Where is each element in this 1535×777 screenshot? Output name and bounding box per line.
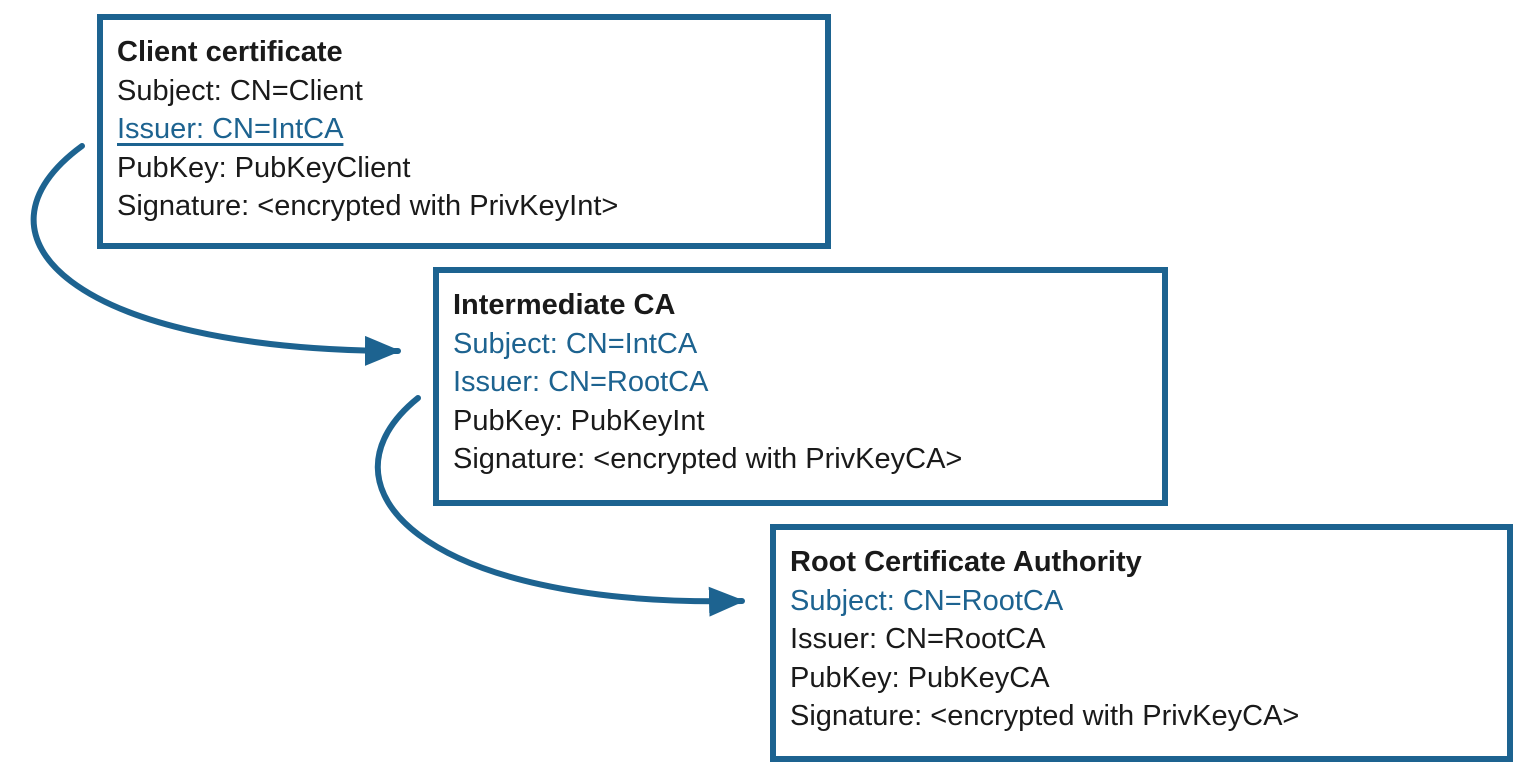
- intermediate-issuer-line: Issuer: CN=RootCA: [453, 366, 709, 399]
- root-subject-line: Subject: CN=RootCA: [790, 584, 1064, 617]
- client-pubkey-line: PubKey: PubKeyClient: [117, 151, 411, 184]
- intermediate-ca-title: Intermediate CA: [453, 289, 676, 321]
- intermediate-pubkey-line: PubKey: PubKeyInt: [453, 404, 705, 437]
- root-certificate-authority-box: Root Certificate Authority Subject: CN=R…: [770, 524, 1513, 762]
- intermediate-ca-box: Intermediate CA Subject: CN=IntCA Issuer…: [433, 267, 1168, 506]
- root-ca-title: Root Certificate Authority: [790, 546, 1142, 578]
- client-certificate-title: Client certificate: [117, 36, 343, 68]
- client-subject-line: Subject: CN=Client: [117, 74, 363, 107]
- client-signature-line: Signature: <encrypted with PrivKeyInt>: [117, 190, 619, 223]
- root-issuer-line: Issuer: CN=RootCA: [790, 623, 1046, 656]
- root-signature-line: Signature: <encrypted with PrivKeyCA>: [790, 700, 1300, 733]
- client-issuer-link: Issuer: CN=IntCA: [117, 113, 344, 146]
- root-pubkey-line: PubKey: PubKeyCA: [790, 661, 1050, 694]
- intermediate-subject-line: Subject: CN=IntCA: [453, 327, 698, 360]
- intermediate-signature-line: Signature: <encrypted with PrivKeyCA>: [453, 443, 963, 476]
- client-certificate-box: Client certificate Subject: CN=Client Is…: [97, 14, 831, 249]
